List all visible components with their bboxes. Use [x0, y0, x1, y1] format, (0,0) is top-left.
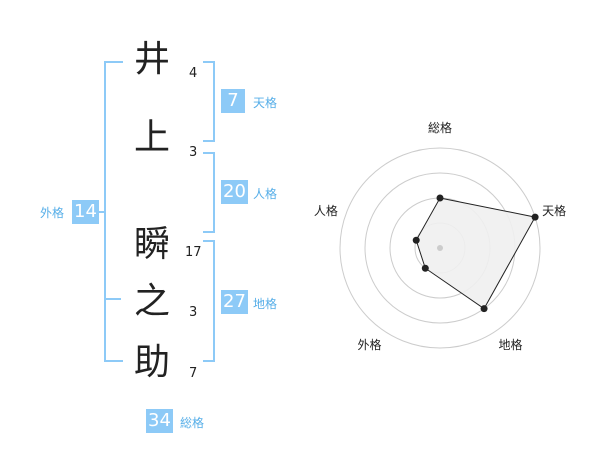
chikaku-label: 地格: [253, 297, 278, 311]
radar-axis-label-5: 人格: [314, 203, 338, 218]
radar-axis-label-1: 総格: [428, 120, 452, 135]
tenkaku-value: 7: [221, 89, 245, 113]
radar-point-4: [421, 264, 429, 272]
radar-polygon: [415, 197, 536, 310]
name-char-5: 助: [133, 342, 170, 383]
soukaku-value: 34: [146, 409, 173, 433]
jinkaku-bracket: [203, 152, 215, 233]
tenkaku-bracket: [203, 61, 215, 142]
radar-point-5: [412, 236, 420, 244]
jinkaku-label: 人格: [253, 187, 278, 201]
gaikaku-bracket: [104, 61, 123, 362]
chikaku-bracket: [203, 240, 215, 362]
name-char-3: 瞬: [133, 224, 170, 265]
soukaku-label: 総格: [180, 416, 205, 430]
name-char-2: 上: [133, 117, 170, 158]
radar-point-3: [480, 305, 488, 313]
jinkaku-value: 20: [221, 180, 248, 204]
tenkaku-label: 天格: [253, 96, 278, 110]
stroke-count-1: 4: [189, 66, 198, 81]
chikaku-value: 27: [221, 290, 248, 314]
radar-axis-label-4: 外格: [357, 337, 381, 352]
radar-center: [437, 245, 443, 251]
stroke-count-4: 3: [189, 305, 198, 320]
gaikaku-label: 外格: [40, 206, 65, 220]
gaikaku-bracket-stub: [96, 211, 104, 213]
radar-point-2: [531, 213, 539, 221]
radar-axis-label-2: 天格: [542, 203, 566, 218]
gaikaku-value: 14: [72, 200, 99, 224]
stroke-count-3: 17: [185, 245, 202, 260]
stroke-count-5: 7: [189, 366, 198, 381]
gaikaku-bracket-mid: [106, 298, 121, 300]
name-char-4: 之: [133, 281, 170, 322]
name-char-1: 井: [133, 39, 170, 80]
radar-axis-label-3: 地格: [499, 337, 523, 352]
stroke-count-2: 3: [189, 145, 198, 160]
radar-ring-4: [339, 147, 541, 349]
radar-point-1: [436, 194, 444, 202]
